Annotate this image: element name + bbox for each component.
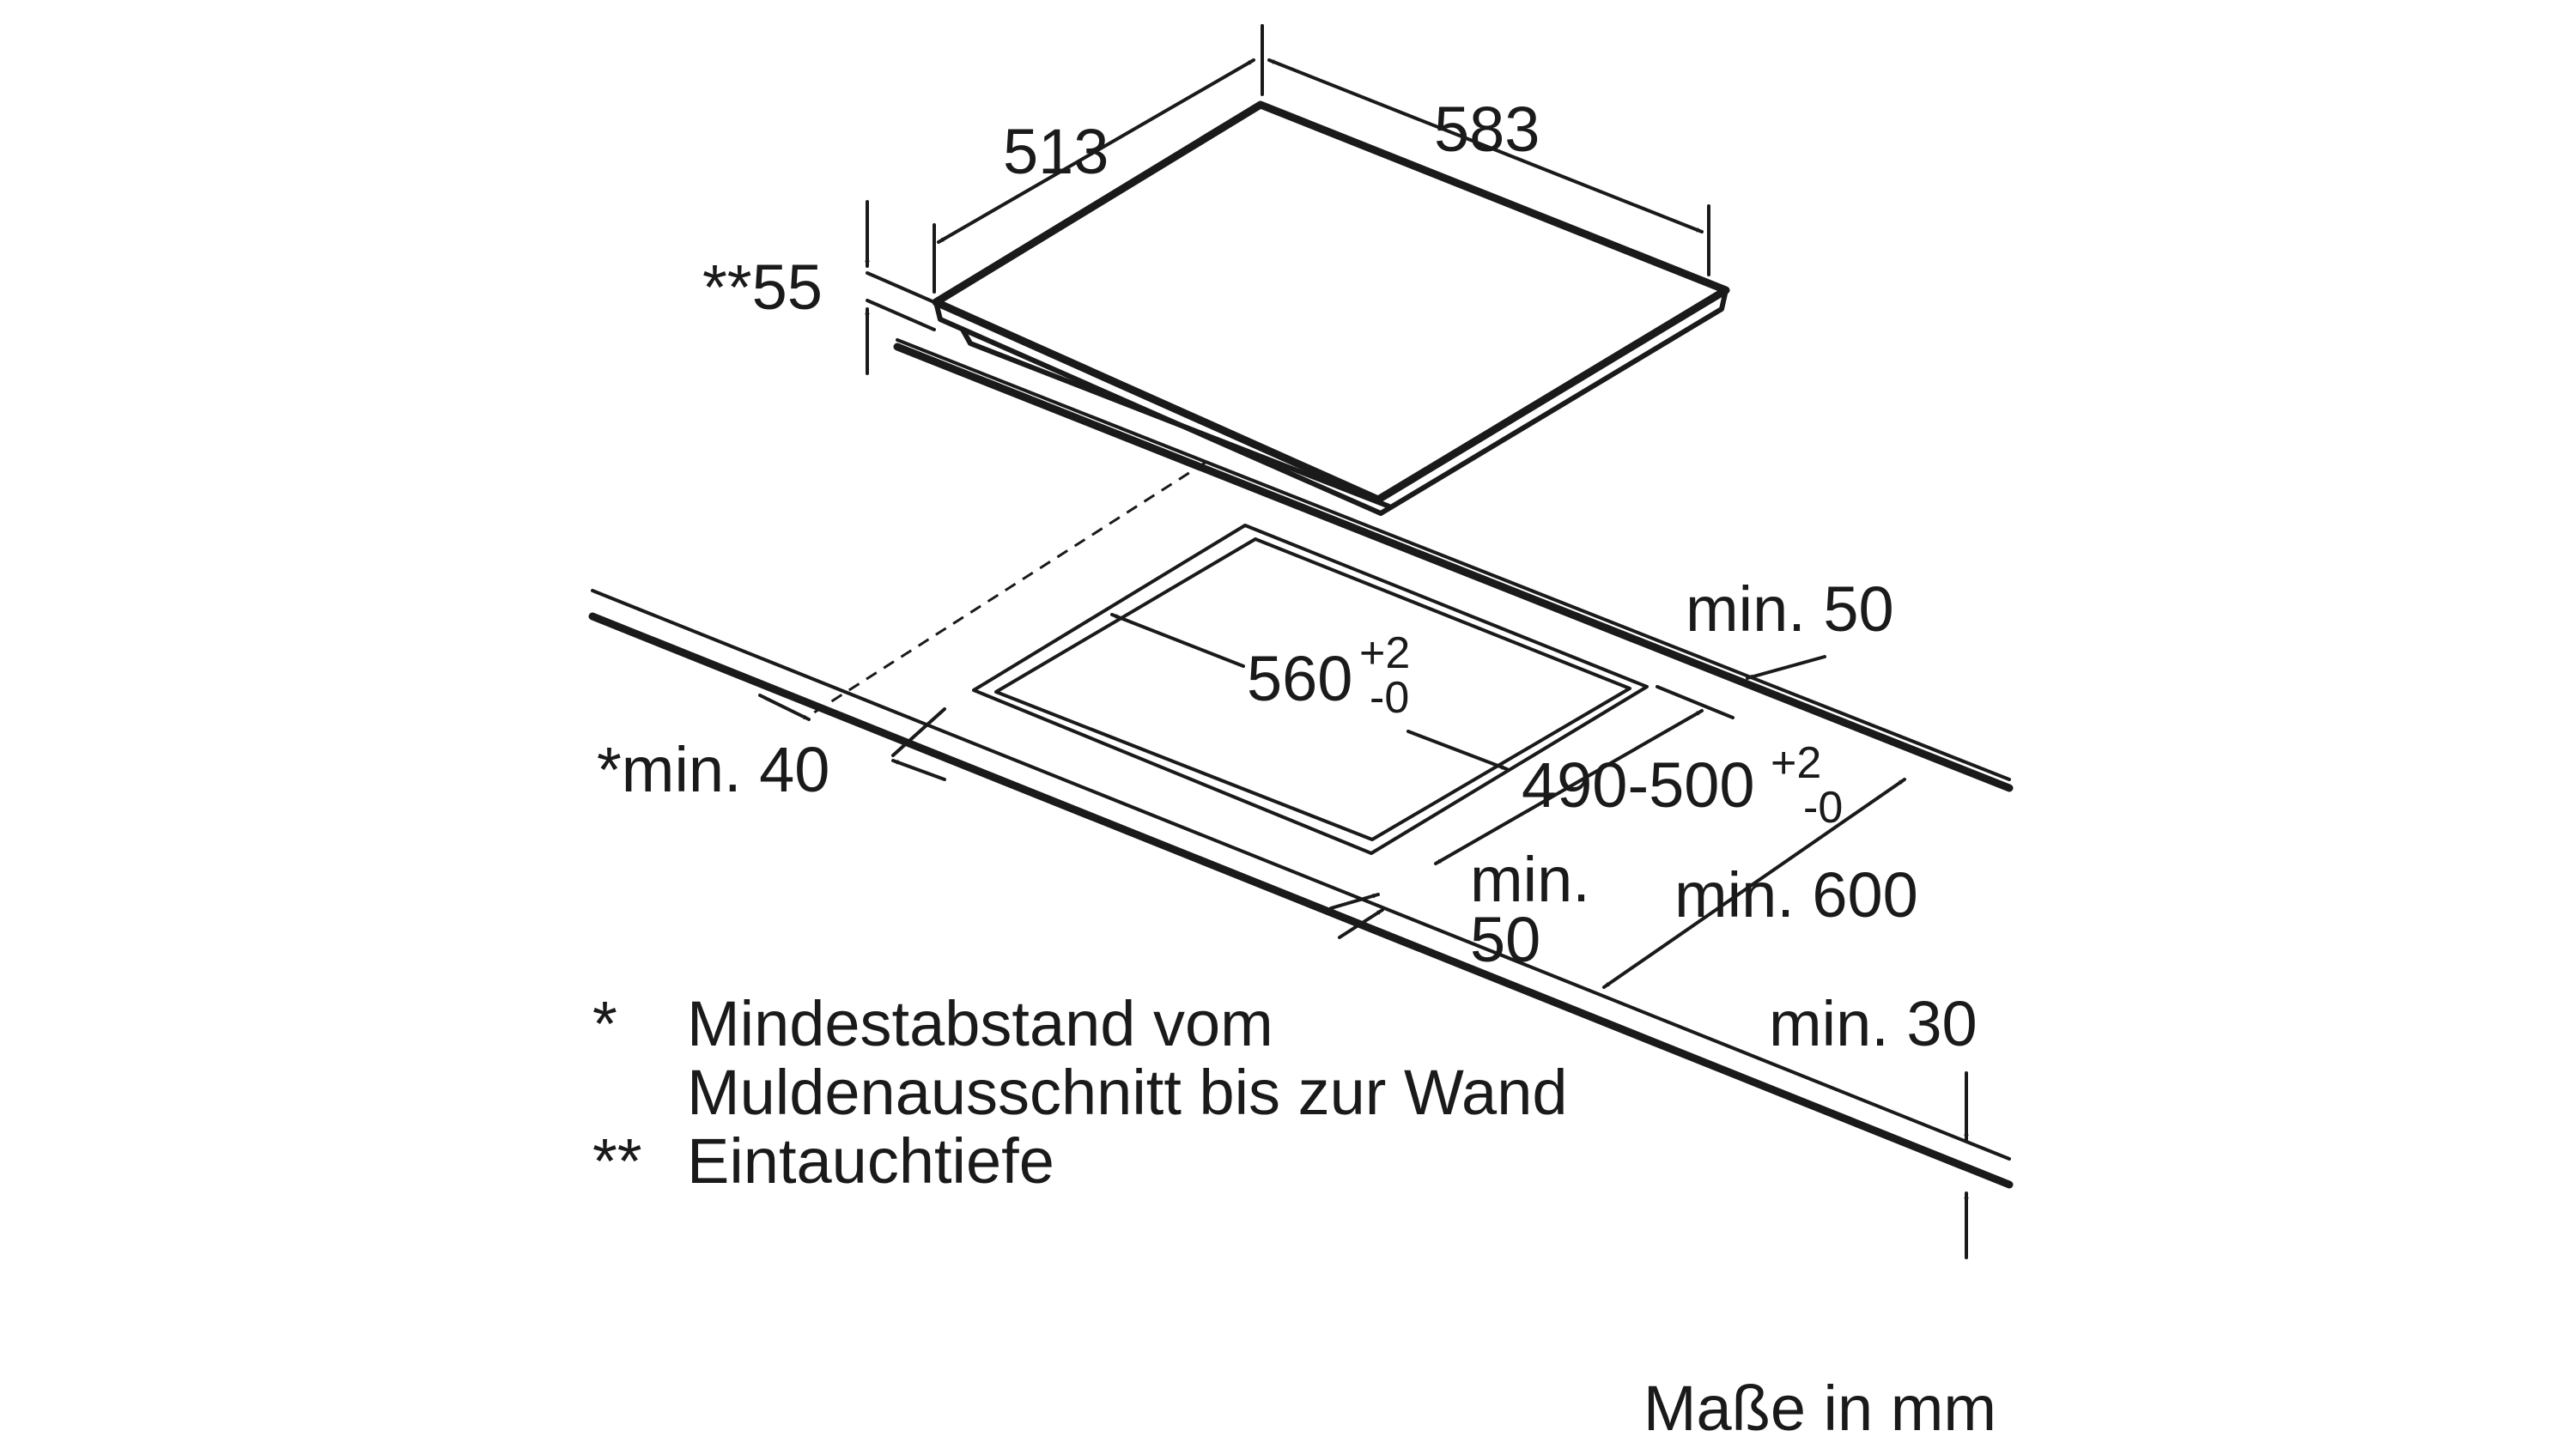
cutout-inner: [994, 537, 1631, 841]
cutout-width-tol-minus: -0: [1370, 673, 1409, 723]
dimension-min-counter-depth: min. 600: [1602, 778, 1918, 989]
footnotes: * Mindestabstand vom Muldenausschnitt bi…: [592, 988, 1568, 1197]
cutout-width-label: 560: [1247, 643, 1352, 714]
dimension-min-back: min. 50: [1656, 573, 1894, 719]
wall-projection: [811, 460, 1207, 716]
min-front-label-line1: min.: [1470, 844, 1590, 915]
cutout-outer: [972, 524, 1649, 855]
width-label: 583: [1434, 94, 1540, 165]
worktop-back-top-edge: [896, 338, 2011, 781]
dimension-cutout-width: 560 +2 -0: [1110, 613, 1509, 771]
min-worktop-thickness-label: min. 30: [1769, 988, 1978, 1059]
dimension-immersion-depth: **55: [702, 200, 936, 375]
dimension-min-worktop-thickness: min. 30: [1769, 988, 1978, 1259]
units-note: Maße in mm: [1643, 1373, 1996, 1444]
min-wall-label: *min. 40: [597, 734, 829, 805]
dimension-cutout-depth: 490-500 +2 -0: [1434, 709, 1843, 865]
cooktop-edge: [933, 289, 1728, 516]
worktop-front-top-edge: [591, 589, 2011, 1161]
dimension-width: 583: [1267, 58, 1710, 276]
note-1-line2: Muldenausschnitt bis zur Wand: [687, 1057, 1568, 1128]
note-2-marker: **: [592, 1125, 642, 1197]
min-back-label: min. 50: [1686, 573, 1894, 645]
depth-label: 513: [1003, 116, 1109, 187]
note-1-marker: *: [592, 988, 617, 1059]
cutout-width-tol-plus: +2: [1359, 628, 1410, 678]
dimension-min-front: min. 50: [1329, 844, 1590, 975]
cutout-depth-tol-plus: +2: [1771, 738, 1821, 788]
cooktop-base: [959, 326, 1391, 509]
worktop: [588, 338, 2014, 1189]
note-2-line1: Eintauchtiefe: [687, 1125, 1054, 1197]
dimension-depth: 513: [933, 24, 1264, 294]
dimension-min-wall: *min. 40: [597, 694, 946, 805]
cutout: [972, 524, 1649, 855]
min-counter-depth-label: min. 600: [1674, 859, 1918, 931]
worktop-front-edge: [588, 612, 2014, 1189]
worktop-back-edge: [893, 343, 2014, 792]
note-1-line1: Mindestabstand vom: [687, 988, 1273, 1059]
min-front-label-line2: 50: [1470, 904, 1540, 975]
immersion-depth-label: **55: [702, 252, 823, 323]
cutout-depth-label: 490-500: [1522, 749, 1755, 821]
